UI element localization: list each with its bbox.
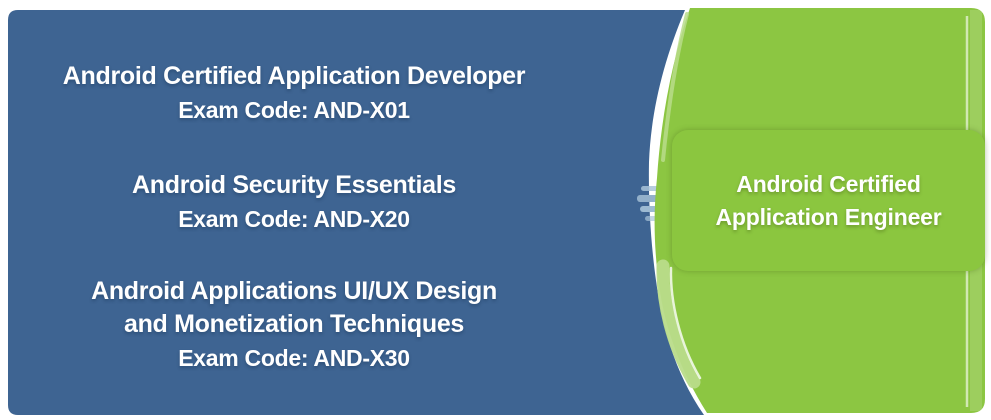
edge-highlight-bottom-line	[669, 266, 702, 380]
badge-title-line-2: Application Engineer	[715, 203, 942, 230]
edge-highlight-bottom	[656, 259, 701, 389]
blue-panel-shape	[8, 10, 704, 415]
edge-highlight-top	[661, 12, 689, 162]
engineer-badge: Android Certified Application Engineer	[672, 130, 985, 271]
badge-title-line-1: Android Certified	[736, 170, 921, 197]
